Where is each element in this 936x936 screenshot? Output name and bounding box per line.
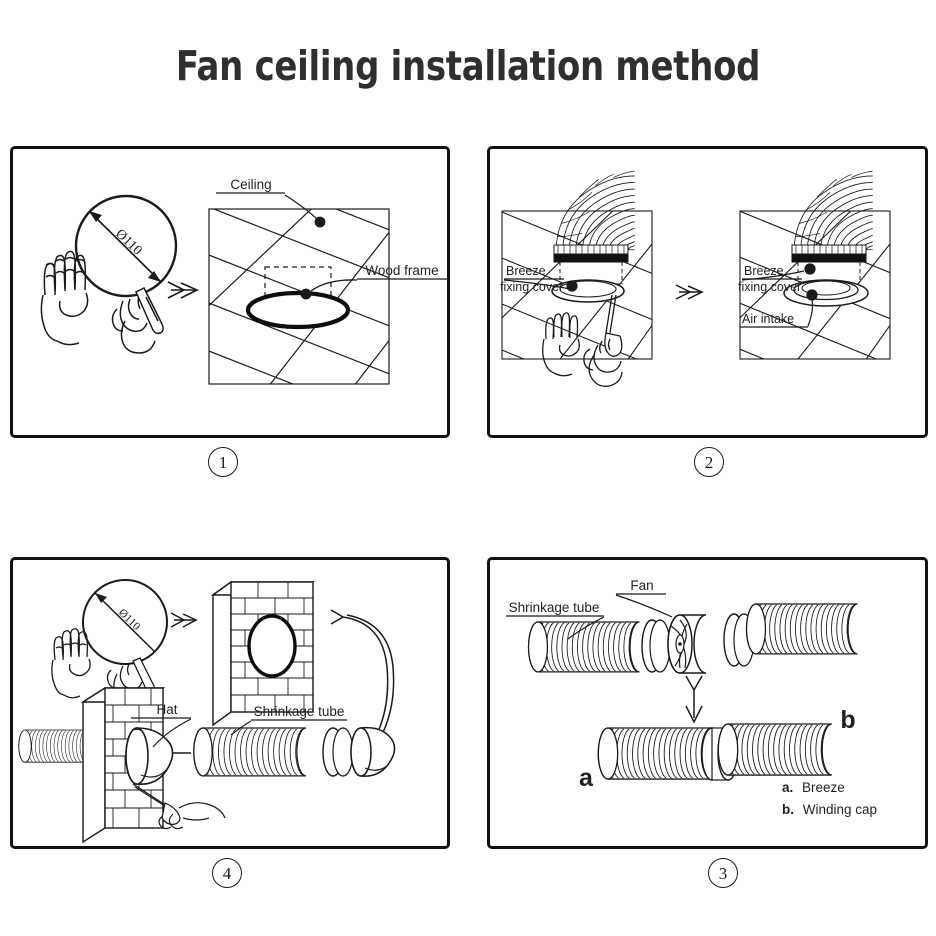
panel-step-1: Ø110: [10, 146, 450, 438]
breeze-label-right-line2: fixing cover: [738, 280, 801, 294]
step-badge-1-wrap: 1: [193, 440, 253, 484]
page-title: Fan ceiling installation method: [175, 42, 761, 90]
step-badge-2-wrap: 2: [679, 440, 739, 484]
shrinkage-tube-label: Shrinkage tube: [509, 600, 600, 615]
scene-install-cover: Breeze fixing cover: [500, 170, 653, 387]
callout-ceiling: Ceiling: [216, 177, 326, 228]
breeze-label-right-line1: Breeze: [744, 264, 784, 278]
flow-arrow-icon: [675, 284, 704, 300]
step-badge-3: 3: [708, 858, 738, 888]
flow-arrow-icon: [170, 612, 198, 628]
step-badge-1: 1: [208, 447, 238, 477]
hat-cowl-installed: [125, 727, 174, 785]
callout-air-intake: Air intake: [740, 299, 814, 328]
step-badge-3-wrap: 3: [693, 851, 753, 895]
assembled-duct: a b: [579, 706, 856, 792]
fan-label: Fan: [630, 578, 653, 593]
breeze-fixing-cover: [791, 244, 867, 282]
brick-wall-with-hole: [210, 580, 316, 727]
panel-2-illustration: Breeze fixing cover: [500, 170, 891, 387]
hands-icon: [542, 312, 623, 387]
assembly-down-arrow-icon: [685, 675, 703, 724]
screwdriver-icon: [604, 294, 623, 357]
connector-ring-left: [641, 619, 671, 673]
legend-row-a: a. Breeze: [782, 780, 845, 795]
fan-unit: [667, 614, 707, 674]
cut-hole-ellipse: [245, 290, 351, 330]
callout-breeze-fixing-cover-right: Breeze fixing cover: [738, 264, 805, 294]
hole-diameter-circle: Ø110: [74, 194, 178, 298]
hat-label: Hat: [156, 702, 177, 717]
legend-text-b: Winding cap: [803, 802, 877, 817]
hand-screwdriver-icon: [132, 783, 226, 830]
panel-step-2: Breeze fixing cover: [487, 146, 928, 438]
hat-cowl-right: [350, 726, 396, 777]
legend-key-a: a.: [782, 780, 793, 795]
legend: a. Breeze b. Winding cap: [782, 780, 877, 817]
callout-shrinkage-tube: Shrinkage tube: [230, 704, 347, 736]
shrinkage-tube-right: [193, 727, 307, 777]
breeze-label-line2: fixing cover: [500, 280, 563, 294]
shrinkage-tube-left: [527, 621, 641, 673]
ceiling-grid: [208, 208, 390, 385]
winding-cap-tube: [745, 603, 859, 655]
hole-diameter-circle: Ø110: [82, 579, 168, 665]
panel-step-3: Shrinkage tube Fan: [487, 557, 928, 849]
step-badge-4-wrap: 4: [197, 851, 257, 895]
step-badge-2: 2: [694, 447, 724, 477]
legend-row-b: b. Winding cap: [782, 802, 877, 817]
air-intake-label: Air intake: [742, 312, 794, 326]
ceiling-label: Ceiling: [230, 177, 271, 192]
step-badge-4: 4: [212, 858, 242, 888]
legend-text-a: Breeze: [802, 780, 845, 795]
breeze-fixing-cover: [553, 244, 629, 285]
flow-arrow-icon: [167, 281, 199, 299]
marker-a-label: a: [579, 764, 594, 792]
panel-1-illustration: Ø110: [40, 177, 447, 385]
scene-installed-cover: Breeze fixing cover Air intake: [738, 170, 891, 360]
marker-b-label: b: [840, 706, 855, 734]
breeze-label-line1: Breeze: [506, 264, 546, 278]
shrinkage-tube-label: Shrinkage tube: [254, 704, 345, 719]
legend-key-b: b.: [782, 802, 794, 817]
callout-wood-frame: Wood frame: [300, 263, 447, 300]
wood-frame-label: Wood frame: [365, 263, 438, 278]
panel-3-illustration: Shrinkage tube Fan: [506, 578, 877, 817]
callout-fan: Fan: [615, 578, 673, 618]
callout-shrinkage-tube: Shrinkage tube: [506, 600, 605, 640]
hands-cutting-icon: [40, 250, 164, 354]
panel-4-illustration: Ø110: [18, 579, 396, 844]
callout-breeze-fixing-cover-left: Breeze fixing cover: [500, 264, 571, 294]
callout-hat: Hat: [131, 702, 192, 748]
panel-step-4: Ø110: [10, 557, 450, 849]
wall-installed-assembly: Hat: [18, 686, 226, 844]
